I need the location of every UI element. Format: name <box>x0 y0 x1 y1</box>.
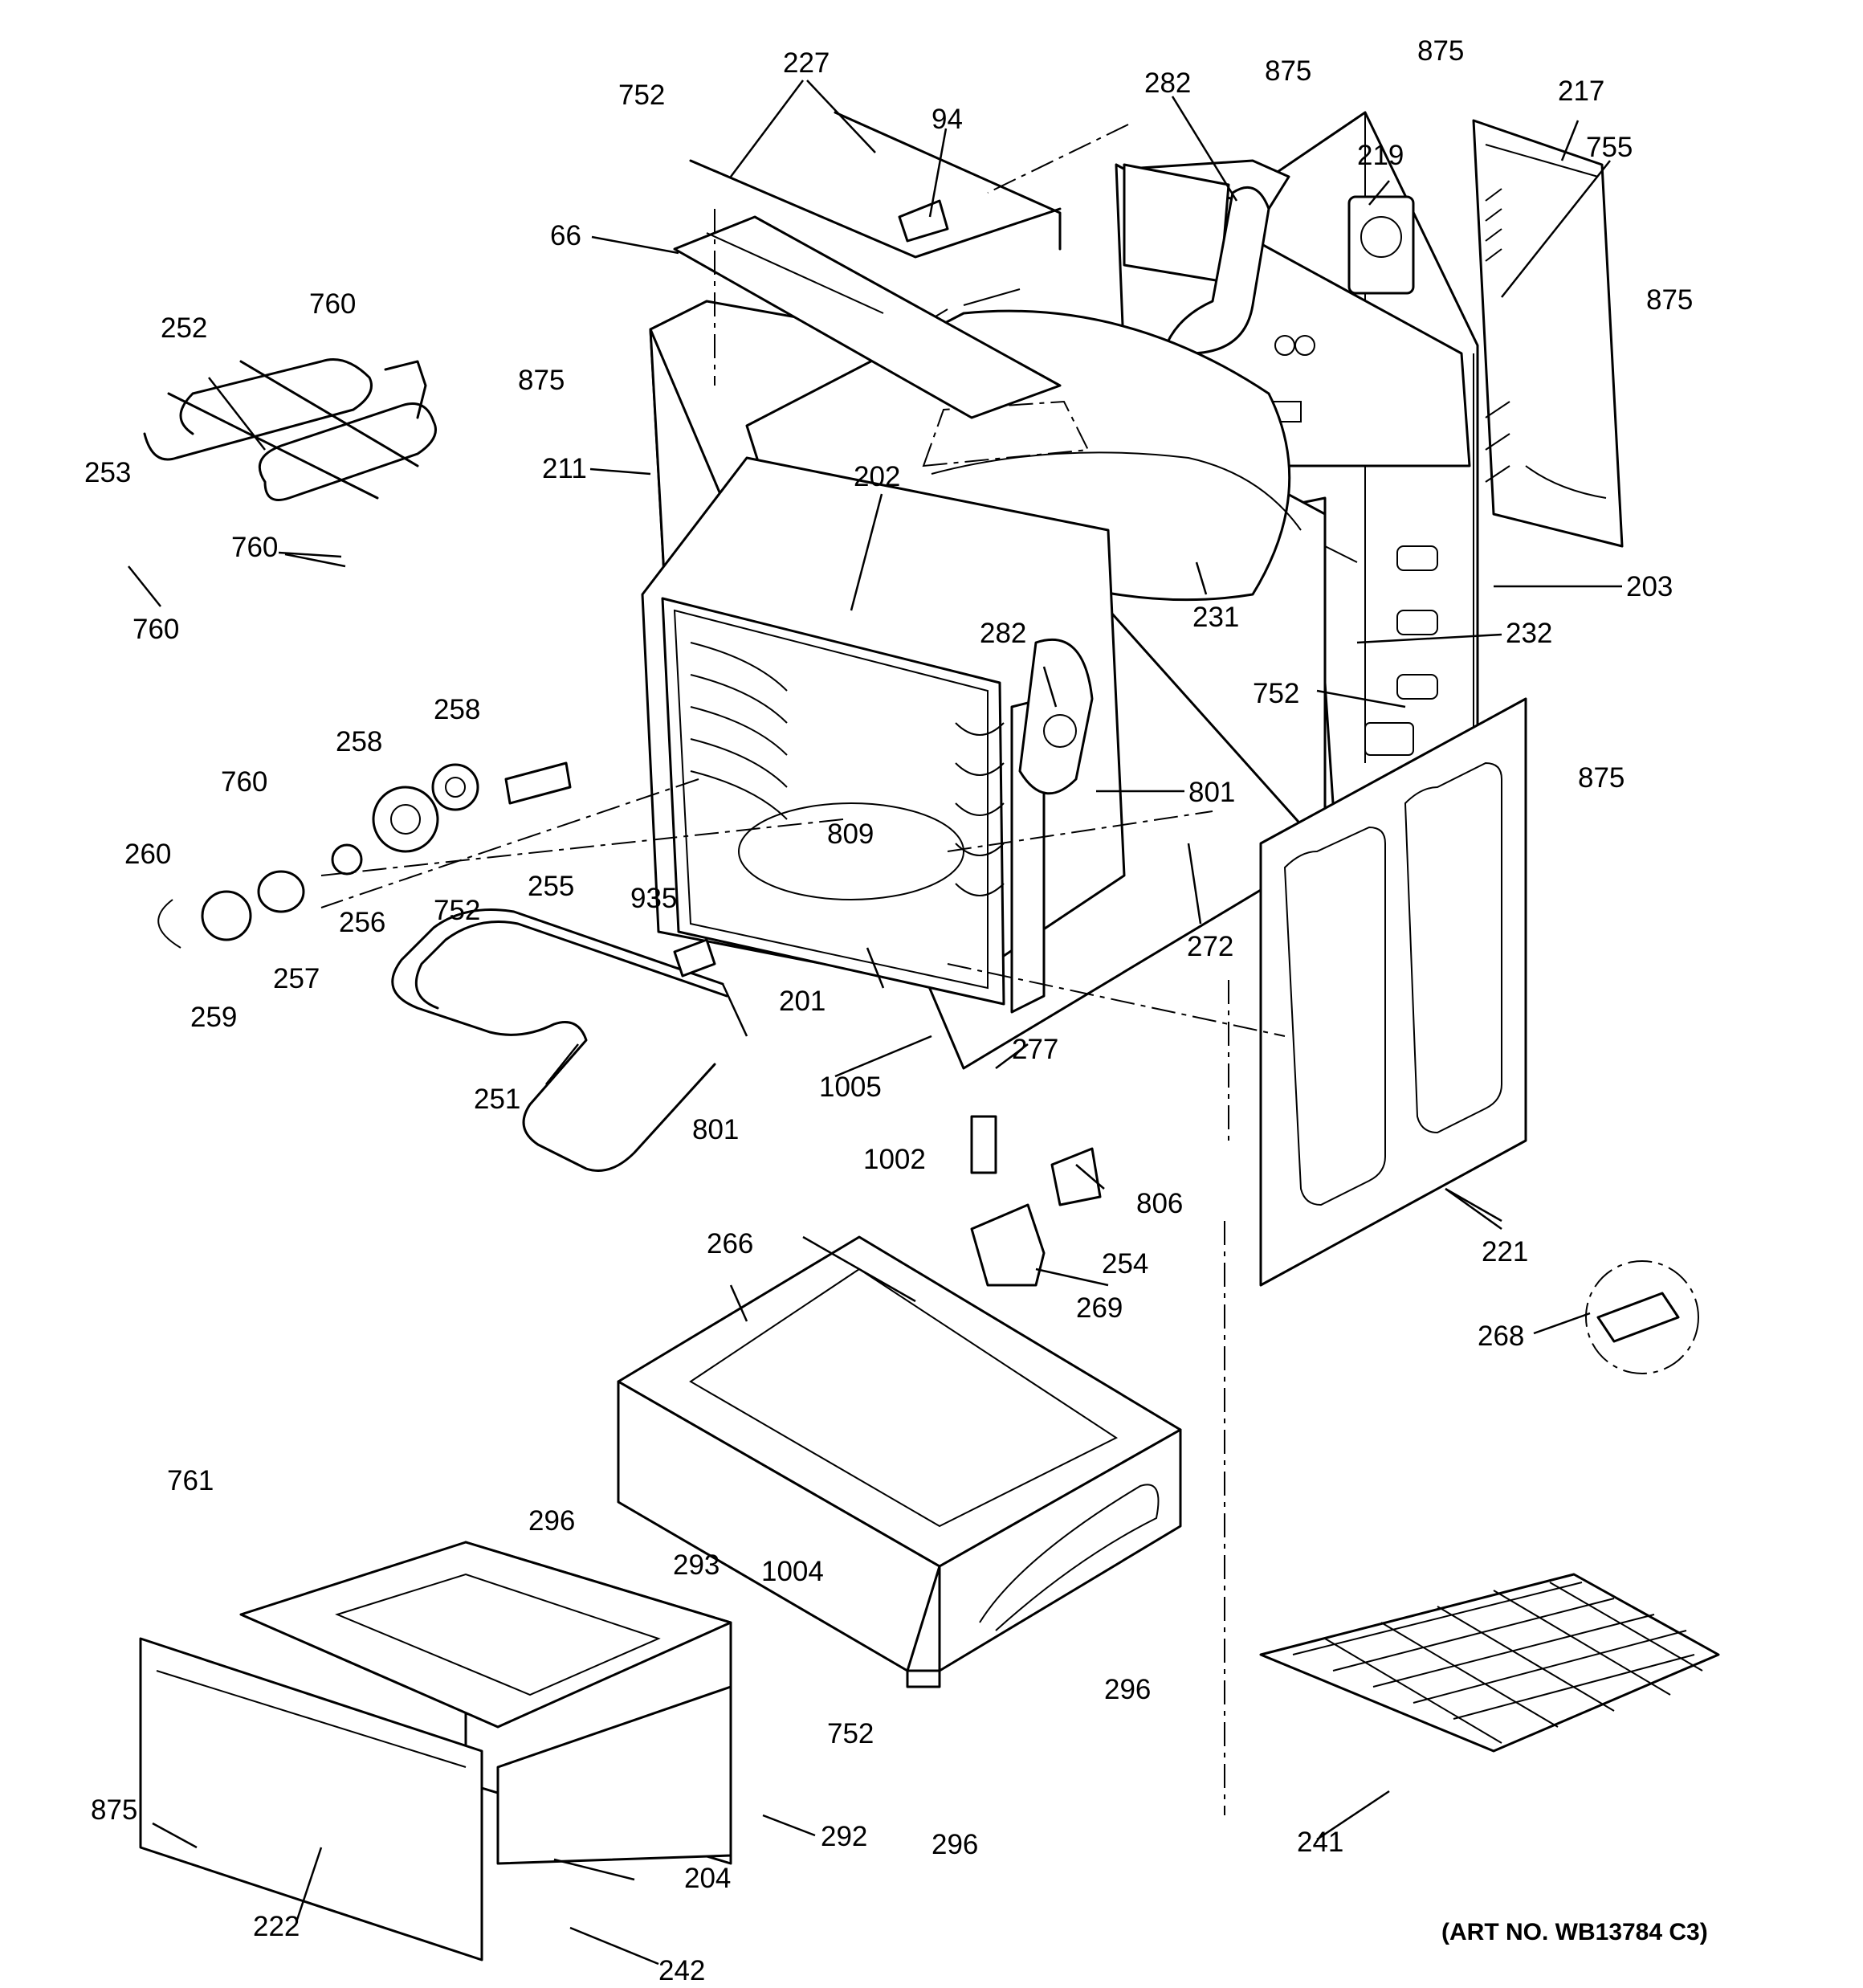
callout-66: 66 <box>550 220 581 251</box>
callout-232: 232 <box>1506 618 1552 649</box>
callout-259: 259 <box>190 1002 237 1033</box>
callout-252: 252 <box>161 312 207 344</box>
callout-875: 875 <box>1646 284 1693 316</box>
callout-255: 255 <box>528 871 574 902</box>
callout-221: 221 <box>1482 1236 1528 1268</box>
light-assembly <box>157 761 572 949</box>
callout-254: 254 <box>1102 1248 1148 1280</box>
callout-755: 755 <box>1586 132 1633 163</box>
callout-253: 253 <box>84 457 131 488</box>
callout-258: 258 <box>434 694 480 725</box>
callout-761: 761 <box>167 1465 214 1496</box>
bake-element <box>391 908 728 1172</box>
callout-277: 277 <box>1012 1034 1058 1065</box>
callout-260: 260 <box>124 839 171 870</box>
brackets <box>970 1147 1699 1374</box>
callout-1002: 1002 <box>863 1144 926 1175</box>
side-panel <box>1259 697 1527 1287</box>
rear-shield <box>1472 119 1624 548</box>
callout-257: 257 <box>273 963 320 994</box>
callout-94: 94 <box>932 104 963 135</box>
callout-875: 875 <box>1265 55 1311 87</box>
callout-241: 241 <box>1297 1827 1343 1858</box>
callout-251: 251 <box>474 1084 520 1115</box>
top-bracket <box>673 111 1062 419</box>
callout-752: 752 <box>827 1718 874 1749</box>
callout-752: 752 <box>434 895 480 926</box>
callout-875: 875 <box>91 1794 137 1826</box>
callout-222: 222 <box>253 1911 300 1942</box>
callout-806: 806 <box>1136 1188 1183 1219</box>
callout-269: 269 <box>1076 1292 1123 1324</box>
callout-760: 760 <box>231 532 278 563</box>
callout-760: 760 <box>221 766 267 798</box>
callout-752: 752 <box>1253 678 1299 709</box>
callout-801: 801 <box>1188 777 1235 808</box>
callout-256: 256 <box>339 907 385 938</box>
callout-296: 296 <box>528 1505 575 1537</box>
alignment-lines <box>320 124 1286 1815</box>
callout-1005: 1005 <box>819 1072 882 1103</box>
callout-211: 211 <box>542 453 587 484</box>
broil-element <box>143 358 437 501</box>
callout-809: 809 <box>827 818 874 850</box>
callout-272: 272 <box>1187 931 1233 962</box>
art-number: (ART NO. WB13784 C3) <box>1441 1919 1708 1945</box>
callout-231: 231 <box>1192 602 1239 633</box>
callout-752: 752 <box>618 80 665 111</box>
callout-258: 258 <box>336 726 382 757</box>
callout-203: 203 <box>1626 571 1673 602</box>
callout-292: 292 <box>821 1821 867 1852</box>
callout-875: 875 <box>1417 35 1464 67</box>
oven-rack <box>1259 1573 1720 1753</box>
callout-296: 296 <box>1104 1674 1151 1705</box>
callout-282: 282 <box>980 618 1026 649</box>
callout-266: 266 <box>707 1228 753 1259</box>
callout-1004: 1004 <box>761 1556 824 1587</box>
callout-219: 219 <box>1357 140 1404 171</box>
callout-293: 293 <box>673 1549 720 1581</box>
drawer <box>139 1541 732 1961</box>
callout-801: 801 <box>692 1114 739 1145</box>
callout-296: 296 <box>932 1829 978 1860</box>
callout-202: 202 <box>854 461 900 492</box>
drawer-body <box>617 1115 1182 1688</box>
callout-201: 201 <box>779 986 826 1017</box>
callout-268: 268 <box>1478 1321 1524 1352</box>
callout-242: 242 <box>658 1955 705 1986</box>
callout-204: 204 <box>684 1863 731 1894</box>
callout-282: 282 <box>1144 67 1191 99</box>
callout-760: 760 <box>132 614 179 645</box>
callout-875: 875 <box>1578 762 1625 794</box>
callout-217: 217 <box>1558 76 1604 107</box>
callout-labels: 227 752 94 66 282 875 875 219 217 755 87… <box>84 35 1708 1986</box>
leader-lines <box>128 80 1622 1966</box>
oven-liner <box>641 456 1126 1014</box>
callout-760: 760 <box>309 288 356 320</box>
callout-935: 935 <box>630 883 677 914</box>
callout-875: 875 <box>518 365 565 396</box>
callout-227: 227 <box>783 47 830 79</box>
